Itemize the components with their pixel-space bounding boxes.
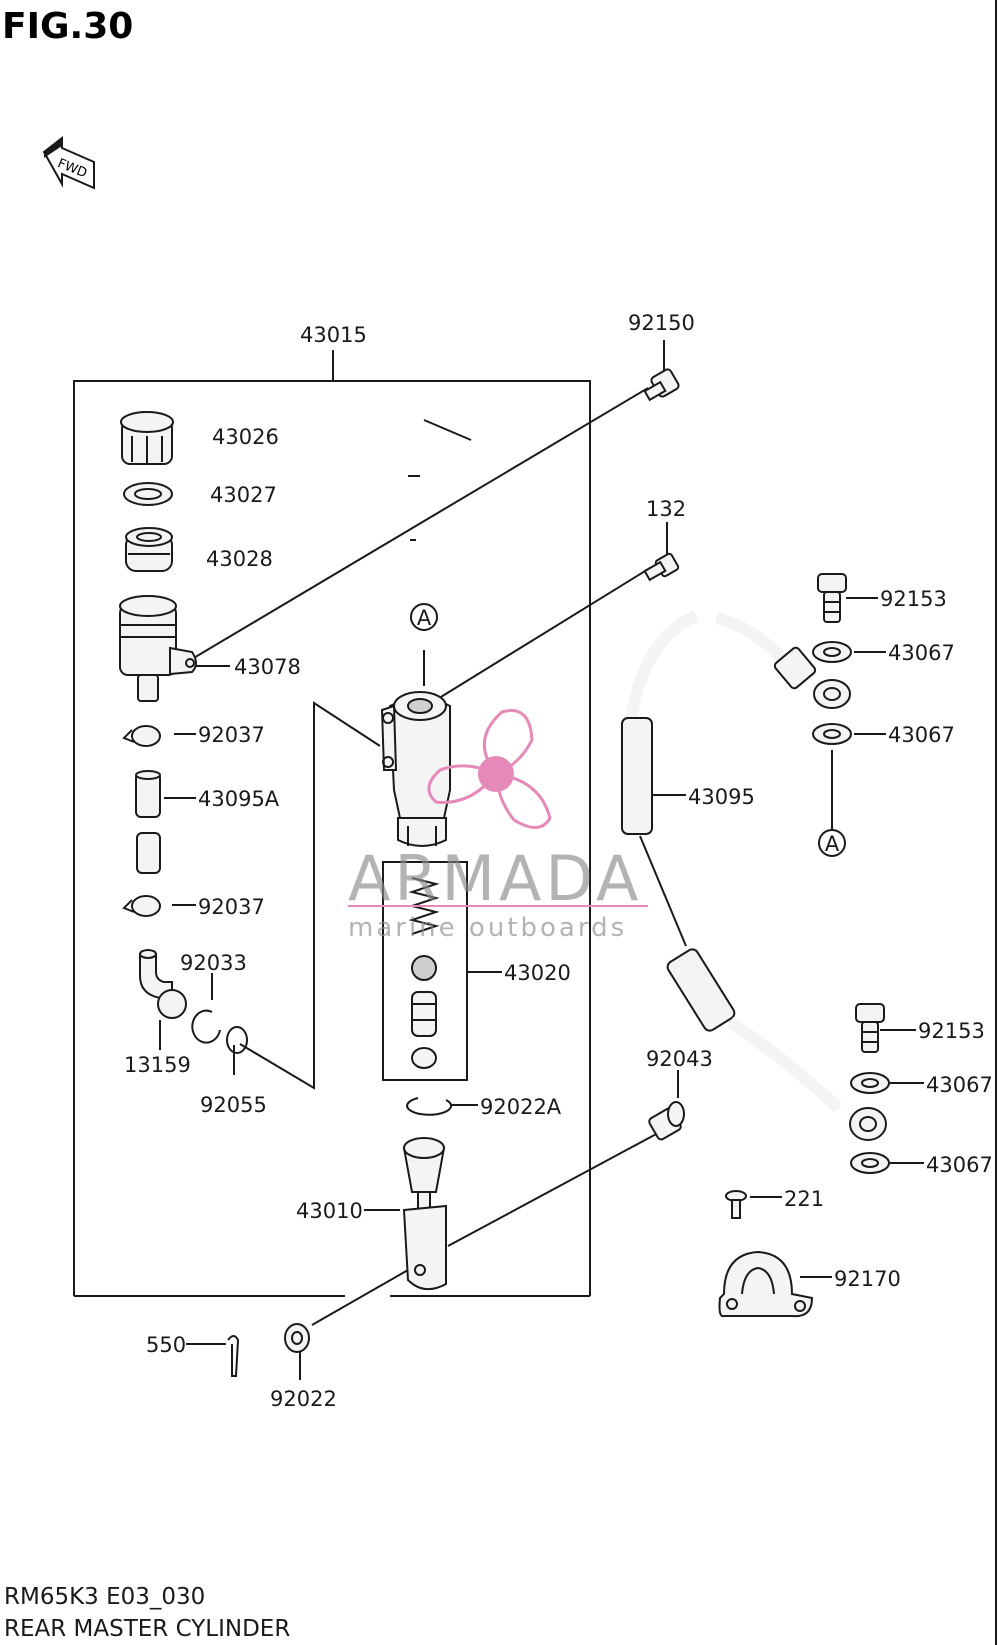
label-43067-4: 43067: [926, 1153, 993, 1177]
label-43078: 43078: [234, 655, 301, 679]
watermark-tagline: marine outboards: [348, 913, 627, 943]
part-92033-circlip: [191, 1009, 221, 1044]
part-43010-pushrod: [402, 1137, 447, 1291]
part-43067-washer-4: [850, 1152, 890, 1174]
watermark: ARMADA marine outboards: [348, 709, 648, 943]
part-92170-clamp: [718, 1250, 814, 1318]
part-43095A-hose: [135, 770, 161, 874]
svg-text:A: A: [417, 606, 432, 630]
label-92022A: 92022A: [480, 1095, 562, 1119]
label-43095: 43095: [688, 785, 755, 809]
part-43078-reservoir: [119, 595, 197, 702]
part-43028-diaphragm: [125, 527, 173, 572]
label-92033: 92033: [180, 951, 247, 975]
label-550: 550: [146, 1333, 186, 1357]
label-43067-3: 43067: [926, 1073, 993, 1097]
part-43027-plate: [123, 482, 173, 506]
part-43067-washer-1: [812, 641, 852, 663]
part-92022-washer: [284, 1323, 310, 1353]
part-92043-pin: [648, 1101, 685, 1141]
fwd-arrow-icon: FWD: [42, 135, 95, 190]
leader-lines: [159, 340, 924, 1380]
label-92170: 92170: [834, 1267, 901, 1291]
part-43020-piston-kit: [382, 861, 468, 1081]
figure-title: FIG.30: [2, 6, 133, 47]
part-132-bolt: [643, 552, 680, 582]
svg-text:A: A: [825, 832, 840, 856]
part-550-cotter-pin: [227, 1335, 240, 1377]
label-92037-lower: 92037: [198, 895, 265, 919]
label-43028: 43028: [206, 547, 273, 571]
part-labels: 43015 92150 43026 43027 43028 43078 132 …: [124, 311, 993, 1411]
part-92153-bolt-upper: [817, 573, 847, 623]
label-92150: 92150: [628, 311, 695, 335]
part-43067-washer-2: [812, 723, 852, 745]
label-92055: 92055: [200, 1093, 267, 1117]
part-92022A-circlip: [406, 1097, 453, 1116]
label-221: 221: [784, 1187, 824, 1211]
part-92037-clamp-upper: [122, 725, 161, 747]
part-master-cylinder-body: [380, 690, 451, 847]
label-132: 132: [646, 497, 686, 521]
part-92055-oring: [226, 1026, 248, 1054]
label-43015: 43015: [300, 323, 367, 347]
label-43095A: 43095A: [198, 787, 280, 811]
assembly-bracket-43015: [73, 350, 591, 1297]
label-43020: 43020: [504, 961, 571, 985]
label-92153-upper: 92153: [880, 587, 947, 611]
propeller-logo-icon: [427, 709, 552, 829]
watermark-brand: ARMADA: [348, 842, 642, 915]
label-92153-lower: 92153: [918, 1019, 985, 1043]
part-13159-elbow: [139, 949, 187, 1019]
ref-marker-a-lower: A: [818, 829, 846, 857]
footer-name: REAR MASTER CYLINDER: [4, 1616, 290, 1642]
label-92022: 92022: [270, 1387, 337, 1411]
part-92153-bolt-lower: [855, 1003, 885, 1053]
label-43067-2: 43067: [888, 723, 955, 747]
label-92037-upper: 92037: [198, 723, 265, 747]
ref-marker-a-upper: A: [410, 603, 438, 631]
part-43095-hose: [621, 610, 887, 1141]
label-43026: 43026: [212, 425, 279, 449]
part-92150-bolt: [643, 368, 680, 402]
label-13159: 13159: [124, 1053, 191, 1077]
part-92037-clamp-lower: [122, 895, 161, 917]
label-92043: 92043: [646, 1047, 713, 1071]
label-43010: 43010: [296, 1199, 363, 1223]
label-43027: 43027: [210, 483, 277, 507]
part-43067-washer-3: [850, 1072, 890, 1094]
footer-code: RM65K3 E03_030: [4, 1584, 205, 1610]
label-43067-1: 43067: [888, 641, 955, 665]
part-43026-cap: [120, 411, 174, 465]
part-221-screw: [725, 1190, 747, 1219]
